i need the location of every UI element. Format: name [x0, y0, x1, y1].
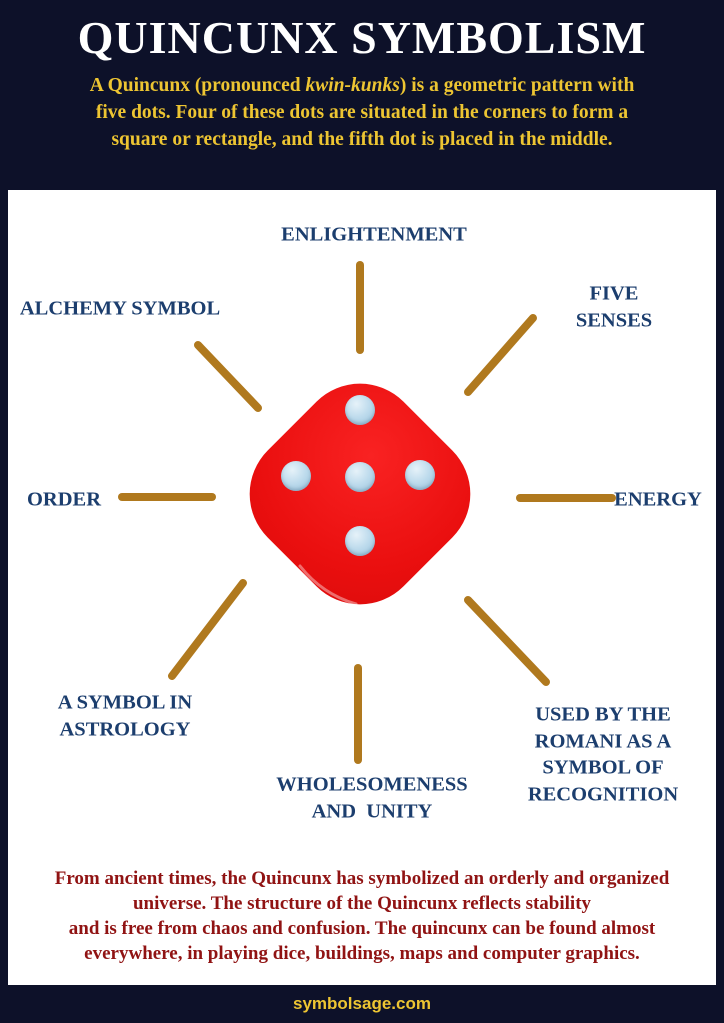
label-five-senses: FIVE SENSES — [575, 282, 653, 331]
label-symbol-in-astrology: A SYMBOL IN ASTROLOGY — [57, 691, 193, 740]
label-romani-recognition: USED BY THE ROMANI AS A SYMBOL OF RECOGN… — [527, 703, 679, 806]
connector-alchemy — [194, 341, 262, 412]
label-enlightenment: ENLIGHTENMENT — [281, 223, 467, 246]
intro-text-part: A Quincunx (pronounced — [89, 74, 306, 96]
die-pip-right — [405, 460, 435, 490]
label-wholesomeness-and-unity: WHOLESOMENESS AND UNITY — [276, 773, 468, 822]
label-energy: ENERGY — [614, 488, 702, 511]
die-pip-left — [281, 461, 311, 491]
connector-astrology — [168, 579, 247, 680]
page-title: QUINCUNX SYMBOLISM — [77, 12, 647, 63]
die-pip-bottom — [345, 526, 375, 556]
site-link[interactable]: symbolsage.com — [293, 994, 431, 1013]
summary-text: From ancient times, the Quincunx has sym… — [54, 868, 670, 965]
footer: symbolsage.com — [0, 985, 724, 1023]
intro-text-part: ) is a geometric pattern with five dots.… — [95, 74, 635, 150]
diagram-panel: ENLIGHTENMENT ALCHEMY SYMBOL FIVE SENSES… — [8, 190, 716, 985]
intro-text-pronunciation: kwin-kunks — [305, 74, 400, 96]
intro-text: A Quincunx (pronounced kwin-kunks) is a … — [12, 73, 712, 154]
die-pip-center — [345, 462, 375, 492]
label-alchemy-symbol: ALCHEMY SYMBOL — [19, 297, 221, 320]
connector-five-senses — [464, 314, 537, 396]
shine-mark — [342, 616, 378, 625]
header: QUINCUNX SYMBOLISM A Quincunx (pronounce… — [0, 0, 724, 190]
label-order: ORDER — [26, 488, 102, 511]
connector-romani — [464, 596, 550, 686]
die-pip-top — [345, 395, 375, 425]
